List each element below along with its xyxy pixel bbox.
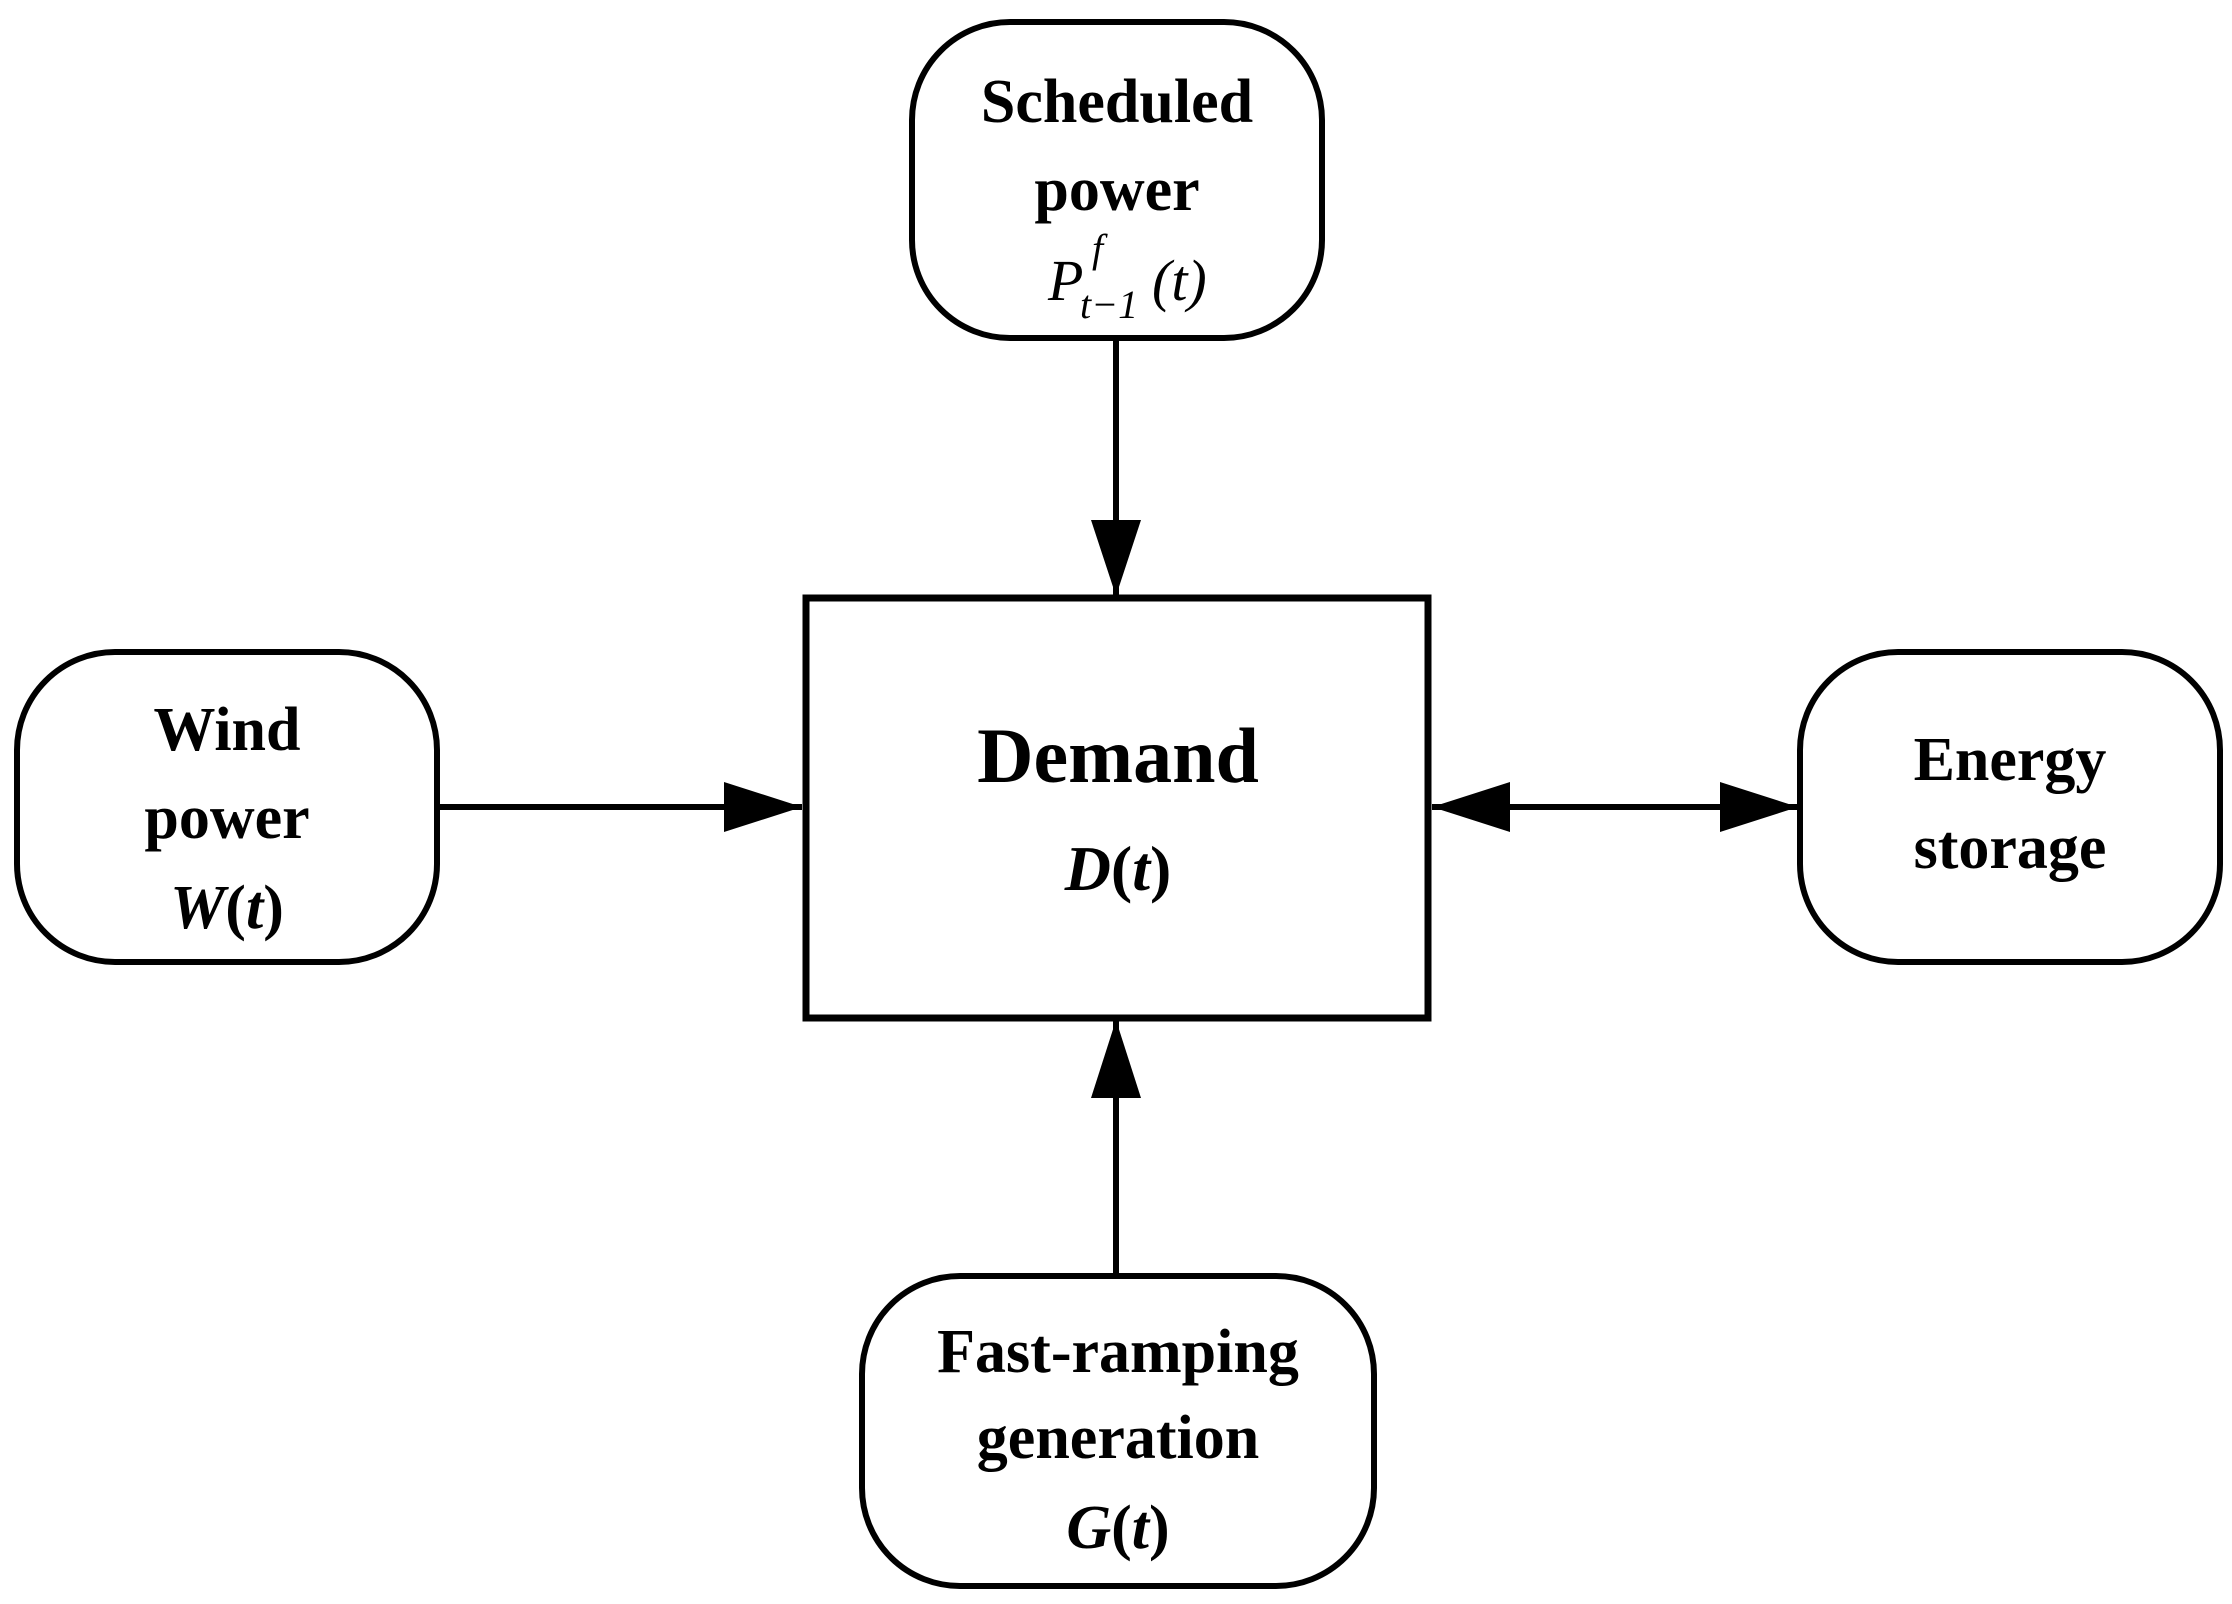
scheduled-power-symbol: P [1047, 248, 1083, 313]
fast-ramping-symbol: G(t) [1066, 1494, 1169, 1562]
wind-power-line1: Wind [153, 696, 300, 764]
demand-open-paren: ( [1111, 833, 1132, 904]
node-wind-power-box [14, 649, 440, 965]
fast-ramping-line1: Fast-ramping [937, 1318, 1299, 1386]
demand-symbol: D(t) [1064, 833, 1172, 904]
arrowhead-scheduled-to-demand [1091, 520, 1141, 596]
scheduled-power-line2: power [1034, 156, 1199, 224]
node-demand: Demand D(t) [802, 594, 1432, 1022]
node-energy-storage: Energy storage [1797, 649, 2223, 965]
wind-power-line2: power [144, 784, 309, 852]
demand-symbol-d: D [1064, 833, 1111, 904]
scheduled-power-argument: (t) [1152, 248, 1207, 313]
scheduled-power-line1: Scheduled [981, 68, 1253, 136]
node-scheduled-power: Scheduled power P f t−1 (t) [909, 19, 1325, 341]
demand-close-paren: ) [1150, 833, 1171, 904]
fast-ramping-line2: generation [977, 1404, 1259, 1472]
arrowhead-fast-to-demand [1091, 1020, 1141, 1098]
wind-power-symbol: W(t) [170, 874, 284, 942]
demand-var-t: t [1132, 833, 1152, 904]
wind-power-symbol-w: W [170, 874, 229, 942]
fast-ramping-var-t: t [1132, 1494, 1151, 1562]
node-demand-box [802, 594, 1432, 1022]
arrowhead-to-demand-from-storage [1432, 782, 1510, 832]
node-scheduled-power-box [909, 19, 1325, 341]
arrowhead-wind-to-demand [724, 782, 802, 832]
arrowhead-to-storage [1720, 782, 1798, 832]
node-fast-ramping-generation-box [859, 1273, 1377, 1589]
node-fast-ramping-generation: Fast-ramping generation G(t) [859, 1273, 1377, 1589]
connectors [440, 338, 1798, 1275]
energy-storage-line2: storage [1914, 814, 2107, 882]
wind-power-open-paren: ( [225, 874, 246, 942]
fast-ramping-close-paren: ) [1149, 1494, 1170, 1562]
node-wind-power: Wind power W(t) [14, 649, 440, 965]
wind-power-close-paren: ) [263, 874, 284, 942]
energy-storage-line1: Energy [1914, 726, 2107, 794]
scheduled-power-symbol-p: P [1047, 248, 1083, 313]
scheduled-power-subscript: t−1 [1080, 282, 1138, 327]
fast-ramping-open-paren: ( [1111, 1494, 1132, 1562]
node-energy-storage-box [1797, 649, 2223, 965]
demand-label: Demand [977, 712, 1259, 799]
fast-ramping-symbol-g: G [1066, 1494, 1111, 1562]
wind-power-var-t: t [246, 874, 265, 942]
